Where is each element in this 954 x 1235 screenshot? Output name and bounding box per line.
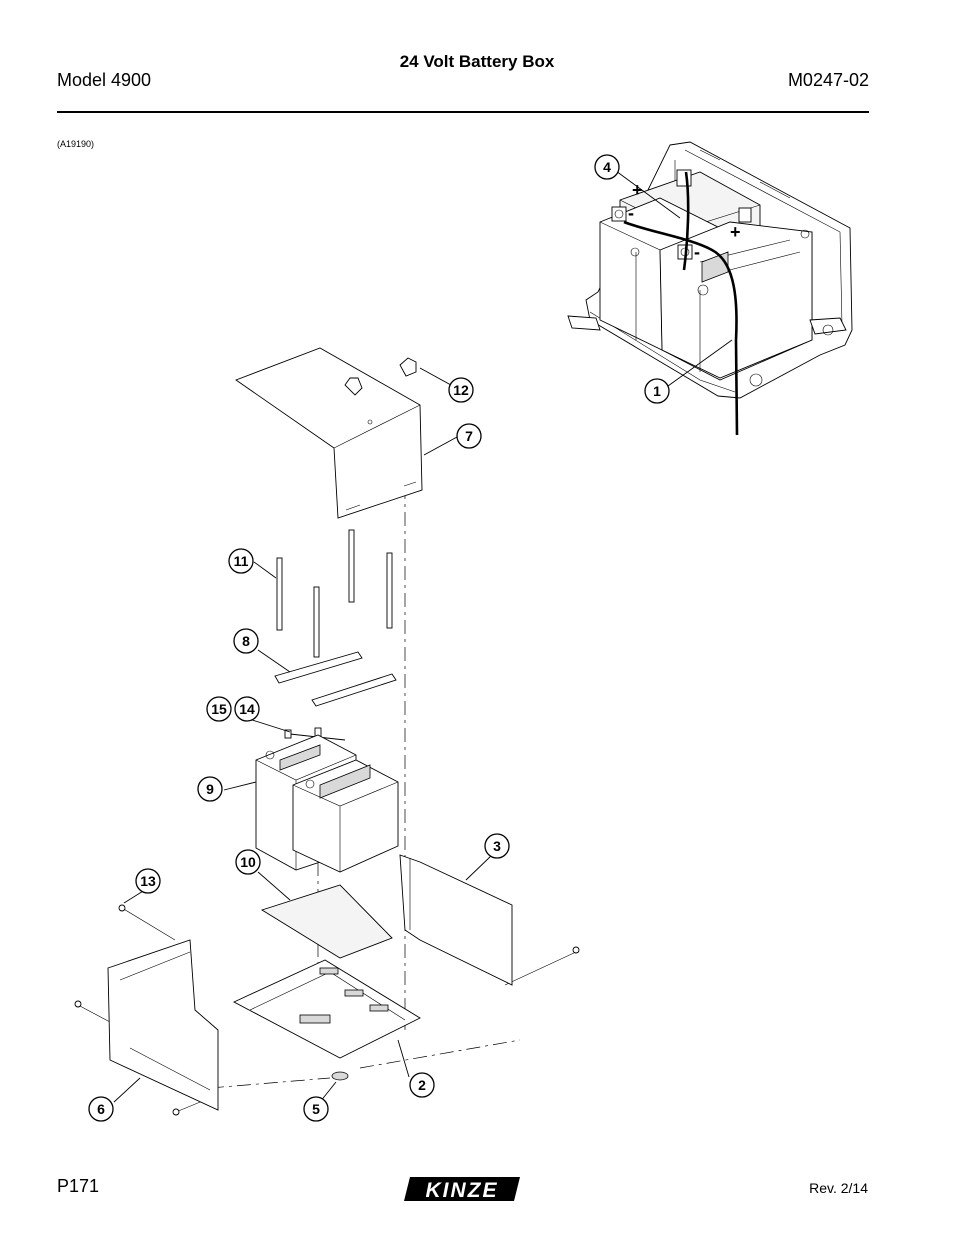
page-number: P171 <box>57 1176 100 1196</box>
callout-13: 13 <box>135 868 161 894</box>
terminal-plus-1: + <box>632 180 643 200</box>
terminal-minus-2: - <box>694 242 700 262</box>
callout-4: 4 <box>594 154 620 180</box>
side-panel-right <box>399 854 513 986</box>
svg-text:7: 7 <box>465 428 473 444</box>
terminal-minus-1: - <box>628 203 634 223</box>
callout-9: 9 <box>197 776 223 802</box>
callout-1: 1 <box>644 378 670 404</box>
latch <box>399 357 417 377</box>
callout-11: 11 <box>228 548 254 574</box>
svg-text:6: 6 <box>97 1101 105 1117</box>
batteries <box>255 734 399 873</box>
strap-2 <box>311 673 397 707</box>
svg-text:8: 8 <box>242 633 250 649</box>
svg-text:2: 2 <box>418 1077 426 1093</box>
battery-cover <box>235 347 423 519</box>
svg-text:15: 15 <box>211 701 227 717</box>
svg-text:5: 5 <box>312 1101 320 1117</box>
svg-text:13: 13 <box>140 873 156 889</box>
base-tray <box>232 959 421 1059</box>
callout-5: 5 <box>303 1096 329 1122</box>
terminal-plus-2: + <box>730 222 741 242</box>
page-title: 24 Volt Battery Box <box>399 52 555 71</box>
svg-text:3: 3 <box>493 838 501 854</box>
battery-mat <box>260 884 393 959</box>
svg-text:1: 1 <box>653 383 661 399</box>
hold-down-rods <box>276 529 393 658</box>
logo-text: KINZE <box>426 1179 499 1202</box>
callout-15: 15 <box>206 696 232 722</box>
callout-10: 10 <box>235 849 261 875</box>
revision-label: Rev. 2/14 <box>809 1180 868 1196</box>
callout-3: 3 <box>484 833 510 859</box>
callout-12: 12 <box>448 377 474 403</box>
document-number: M0247-02 <box>787 70 869 90</box>
side-panel-left <box>107 939 219 1111</box>
svg-text:9: 9 <box>206 781 214 797</box>
svg-text:11: 11 <box>234 553 249 569</box>
callout-8: 8 <box>233 628 259 654</box>
svg-text:12: 12 <box>453 382 469 398</box>
callout-6: 6 <box>88 1096 114 1122</box>
svg-text:4: 4 <box>603 159 611 175</box>
kinze-logo: KINZE <box>404 1177 520 1202</box>
model-label: Model 4900 <box>57 70 152 90</box>
rubber-foot <box>331 1071 349 1081</box>
callout-14: 14 <box>234 696 260 722</box>
header-rule <box>57 111 869 113</box>
strap-1 <box>274 651 363 684</box>
callout-2: 2 <box>409 1072 435 1098</box>
callout-7: 7 <box>456 423 482 449</box>
svg-text:10: 10 <box>240 854 256 870</box>
svg-text:14: 14 <box>239 701 255 717</box>
assembled-view: + + - - <box>567 141 853 436</box>
figure-reference: (A19190) <box>57 139 95 149</box>
